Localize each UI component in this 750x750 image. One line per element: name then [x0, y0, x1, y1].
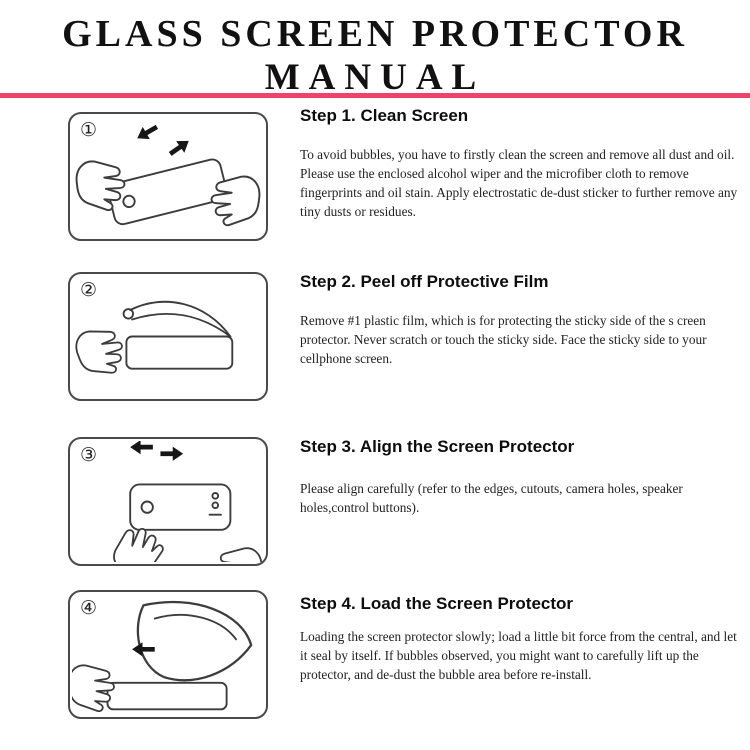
page-title-line-1: GLASS SCREEN PROTECTOR — [62, 13, 688, 55]
step-2-body: Remove #1 plastic film, which is for pro… — [300, 313, 707, 366]
title-divider — [0, 93, 750, 98]
phone-drawing — [129, 483, 232, 531]
step-1-body: To avoid bubbles, you have to firstly cl… — [300, 147, 738, 219]
phone-drawing — [107, 158, 228, 226]
film-tab-drawing — [122, 308, 134, 320]
step-4-illustration — [72, 600, 253, 713]
step-3-illustration — [109, 441, 263, 562]
step-number-badge: ① — [80, 119, 98, 141]
wipe-arrow-left-icon — [133, 120, 161, 145]
camera-hole-drawing — [211, 501, 220, 510]
step-number-badge: ② — [80, 279, 98, 301]
step-4-body: Loading the screen protector slowly; loa… — [300, 629, 737, 682]
align-arrow-right-icon — [160, 446, 184, 461]
step-3-body: Please align carefully (refer to the edg… — [300, 481, 683, 515]
step-1-illustration-box: ① — [68, 112, 268, 241]
phone-drawing — [106, 681, 228, 711]
step-2-heading: Step 2. Peel off Protective Film — [300, 272, 549, 291]
step-number-badge: ③ — [80, 444, 98, 466]
right-hand-drawing — [210, 175, 261, 227]
phone-drawing — [125, 335, 234, 370]
peeling-hand-drawing — [72, 323, 129, 381]
step-3-illustration-box: ③ — [68, 437, 268, 566]
step-4-heading: Step 4. Load the Screen Protector — [300, 594, 574, 613]
step-4-illustration-box: ④ — [68, 590, 268, 719]
protector-sheet-drawing — [136, 600, 253, 682]
align-arrow-left-icon — [130, 441, 153, 455]
step-2-illustration-box: ② — [68, 272, 268, 401]
right-hand-drawing — [215, 547, 263, 562]
film-edge-drawing — [129, 300, 232, 338]
step-number-badge: ④ — [80, 597, 98, 619]
camera-hole-drawing — [211, 492, 220, 500]
step-2-illustration — [72, 300, 234, 381]
step-1-illustration — [75, 120, 261, 227]
step-1-heading: Step 1. Clean Screen — [300, 106, 469, 125]
step-3-heading: Step 3. Align the Screen Protector — [300, 437, 575, 456]
page-title-line-2: MANUAL — [264, 57, 486, 98]
sheet-curve-drawing — [153, 614, 238, 641]
left-hand-drawing — [75, 160, 126, 212]
film-inner-edge-drawing — [131, 312, 232, 338]
wipe-arrow-right-icon — [166, 135, 193, 160]
home-button-drawing — [140, 500, 154, 514]
